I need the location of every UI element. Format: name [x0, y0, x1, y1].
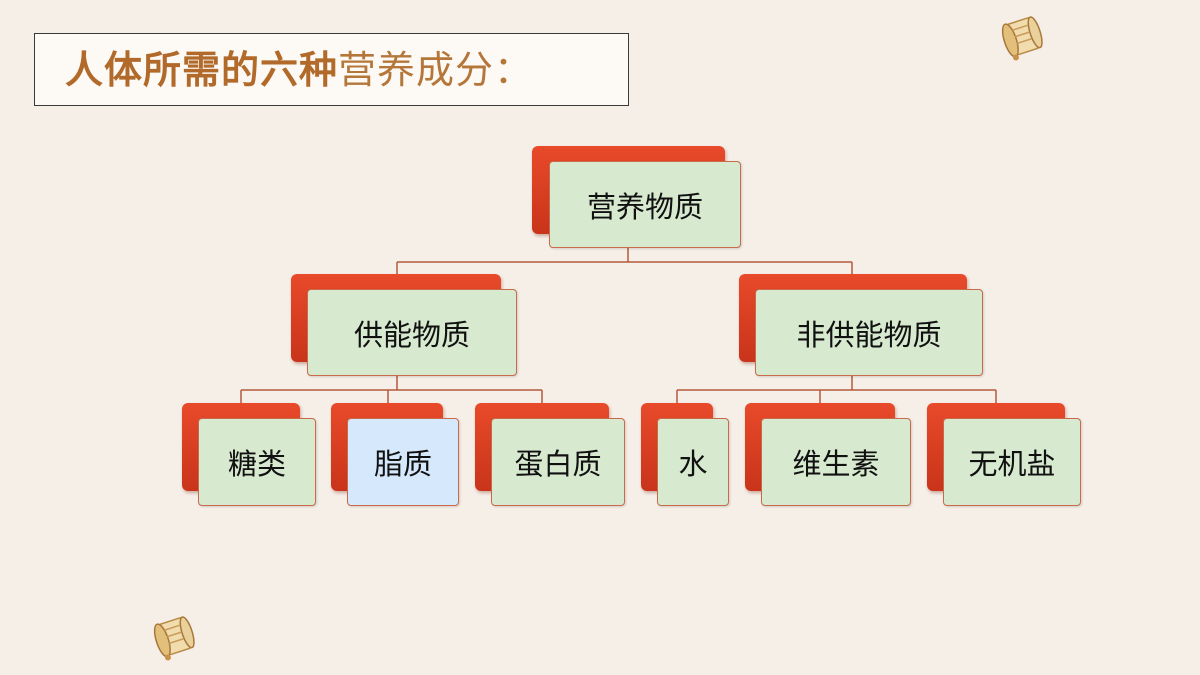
node-nonenergy-label: 非供能物质 [755, 289, 983, 376]
node-sugar-label: 糖类 [198, 418, 316, 506]
scroll-icon [153, 616, 195, 661]
title-box: 人体所需的六种营养成分： [34, 33, 629, 106]
page-title: 人体所需的六种营养成分： [65, 51, 533, 89]
scroll-icon [1001, 16, 1043, 61]
node-lipid-label: 脂质 [347, 418, 459, 506]
node-vitamin-label: 维生素 [761, 418, 911, 506]
title-bold-part: 人体所需的六种 [65, 47, 339, 92]
node-protein-label: 蛋白质 [491, 418, 625, 506]
node-mineral-label: 无机盐 [943, 418, 1081, 506]
node-root-label: 营养物质 [549, 161, 741, 248]
node-water-label: 水 [657, 418, 729, 506]
node-energy-label: 供能物质 [307, 289, 517, 376]
title-light-part: 营养成分： [338, 47, 534, 92]
